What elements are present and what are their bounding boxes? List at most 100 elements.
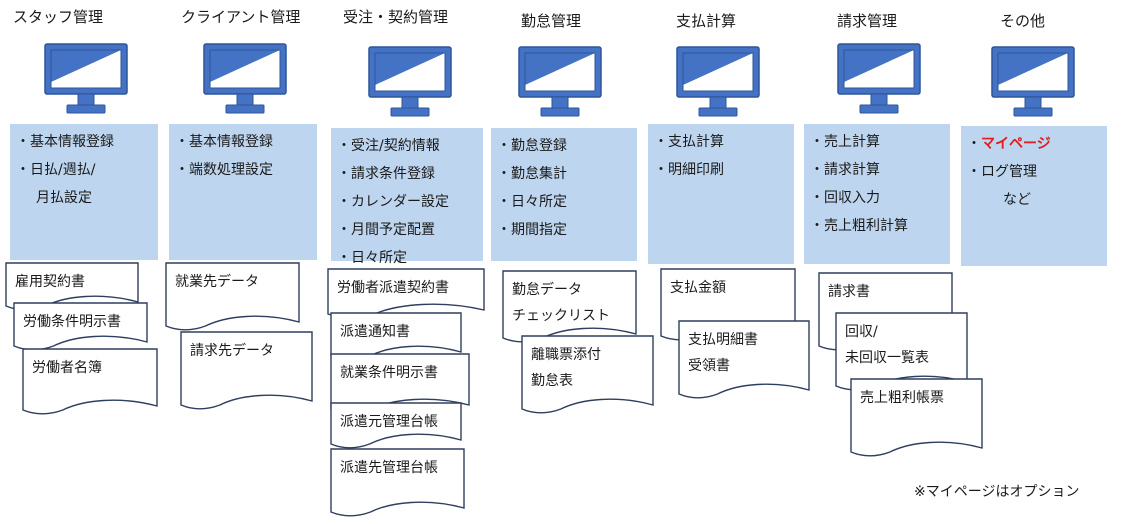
feature-list-box: ・勤怠登録・勤怠集計・日々所定・期間指定 — [491, 128, 637, 261]
document-label: 就業条件明示書 — [340, 365, 438, 381]
feature-item: ・カレンダー設定 — [331, 188, 483, 216]
bullet-mark: ・ — [175, 134, 189, 150]
feature-label: ログ管理 — [981, 164, 1037, 180]
document-label: 請求先データ — [190, 343, 274, 359]
column-title: 請求管理 — [837, 12, 898, 30]
document-label: 労働者名簿 — [32, 360, 102, 376]
document-label: 回収/ 未回収一覧表 — [845, 324, 929, 366]
feature-label: 明細印刷 — [668, 162, 724, 178]
feature-label: 日払/週払/ — [30, 162, 96, 178]
feature-label-continued: 月払設定 — [36, 190, 92, 206]
feature-item: ・売上計算 — [804, 128, 950, 156]
feature-list-box: ・マイページ・ログ管理など — [961, 126, 1107, 266]
feature-label: 日々所定 — [351, 250, 407, 266]
document-shape: 労働者派遣契約書 — [327, 268, 485, 319]
feature-list-box: ・売上計算・請求計算・回収入力・売上粗利計算 — [804, 124, 950, 264]
feature-item: ・日々所定 — [491, 188, 637, 216]
bullet-mark: ・ — [16, 162, 30, 178]
feature-label: 勤怠登録 — [511, 138, 567, 154]
document-label: 離職票添付 勤怠表 — [531, 347, 601, 389]
document-label: 労働者派遣契約書 — [337, 280, 449, 296]
document-label: 労働条件明示書 — [23, 314, 121, 330]
document-shape: 売上粗利帳票 — [850, 378, 983, 457]
bullet-mark: ・ — [497, 166, 511, 182]
bullet-mark: ・ — [497, 194, 511, 210]
bullet-mark: ・ — [337, 222, 351, 238]
feature-label: 売上粗利計算 — [824, 218, 908, 234]
feature-item: ・基本情報登録 — [10, 128, 158, 156]
document-label: 派遣通知書 — [340, 324, 410, 340]
column-title: 勤怠管理 — [521, 12, 582, 30]
bullet-mark: ・ — [175, 162, 189, 178]
feature-list-box: ・基本情報登録・端数処理設定 — [169, 124, 317, 260]
feature-label: 請求条件登録 — [351, 166, 435, 182]
bullet-mark: ・ — [810, 218, 824, 234]
feature-item: ・端数処理設定 — [169, 156, 317, 184]
bullet-mark: ・ — [810, 190, 824, 206]
feature-item: ・マイページ — [961, 130, 1107, 158]
computer-monitor-icon — [43, 42, 129, 116]
column-title: スタッフ管理 — [13, 8, 104, 26]
document-shape: 請求先データ — [180, 331, 313, 410]
feature-label: 基本情報登録 — [30, 134, 114, 150]
document-label: 就業先データ — [175, 274, 259, 290]
feature-item: ・ログ管理 — [961, 158, 1107, 186]
column-title: 支払計算 — [676, 12, 737, 30]
feature-item: ・受注/契約情報 — [331, 132, 483, 160]
bullet-mark: ・ — [16, 134, 30, 150]
feature-item: ・月間予定配置 — [331, 216, 483, 244]
document-shape: 支払明細書 受領書 — [678, 320, 810, 399]
bullet-mark: ・ — [337, 138, 351, 154]
document-shape: 勤怠データ チェックリスト — [502, 270, 637, 343]
bullet-mark: ・ — [497, 222, 511, 238]
feature-item: ・明細印刷 — [648, 156, 794, 184]
feature-label: 端数処理設定 — [189, 162, 273, 178]
document-shape: 離職票添付 勤怠表 — [521, 335, 654, 414]
document-label: 派遣先管理台帳 — [340, 460, 438, 476]
document-label: 支払金額 — [670, 280, 726, 296]
document-label: 請求書 — [828, 284, 870, 300]
feature-item: ・請求条件登録 — [331, 160, 483, 188]
computer-monitor-icon — [836, 42, 922, 116]
feature-item: ・勤怠登録 — [491, 132, 637, 160]
feature-label: 売上計算 — [824, 134, 880, 150]
bullet-mark: ・ — [654, 162, 668, 178]
computer-monitor-icon — [990, 45, 1076, 119]
feature-label: 勤怠集計 — [511, 166, 567, 182]
document-shape: 派遣先管理台帳 — [330, 448, 465, 517]
computer-monitor-icon — [517, 45, 603, 119]
feature-label: カレンダー設定 — [351, 194, 449, 210]
feature-item: ・日々所定 — [331, 244, 483, 272]
computer-monitor-icon — [202, 42, 288, 116]
column-title: 受注・契約管理 — [343, 8, 449, 26]
bullet-mark: ・ — [497, 138, 511, 154]
bullet-mark: ・ — [810, 162, 824, 178]
feature-item: ・勤怠集計 — [491, 160, 637, 188]
computer-monitor-icon — [367, 45, 453, 119]
feature-label: 受注/契約情報 — [351, 138, 440, 154]
bullet-mark: ・ — [654, 134, 668, 150]
feature-label: 日々所定 — [511, 194, 567, 210]
feature-label: 回収入力 — [824, 190, 880, 206]
feature-label: 請求計算 — [824, 162, 880, 178]
feature-list-box: ・基本情報登録・日払/週払/月払設定 — [10, 124, 158, 260]
document-label: 派遣元管理台帳 — [340, 414, 438, 430]
mypage-option-footnote: ※マイページはオプション — [914, 484, 1080, 500]
document-shape: 労働条件明示書 — [13, 302, 148, 351]
feature-item: ・日払/週払/ — [10, 156, 158, 184]
feature-item: ・期間指定 — [491, 216, 637, 244]
feature-label: 月間予定配置 — [351, 222, 435, 238]
bullet-mark: ・ — [337, 250, 351, 266]
feature-label: 基本情報登録 — [189, 134, 273, 150]
computer-monitor-icon — [675, 45, 761, 119]
feature-label-continued: など — [1003, 192, 1031, 208]
document-label: 売上粗利帳票 — [860, 390, 944, 406]
bullet-mark: ・ — [967, 164, 981, 180]
column-title: クライアント管理 — [181, 8, 301, 26]
feature-list-box: ・支払計算・明細印刷 — [648, 124, 794, 264]
feature-label: マイページ — [981, 136, 1051, 152]
document-shape: 労働者名簿 — [22, 348, 158, 415]
column-title: その他 — [1000, 12, 1046, 30]
bullet-mark: ・ — [337, 194, 351, 210]
feature-label: 支払計算 — [668, 134, 724, 150]
